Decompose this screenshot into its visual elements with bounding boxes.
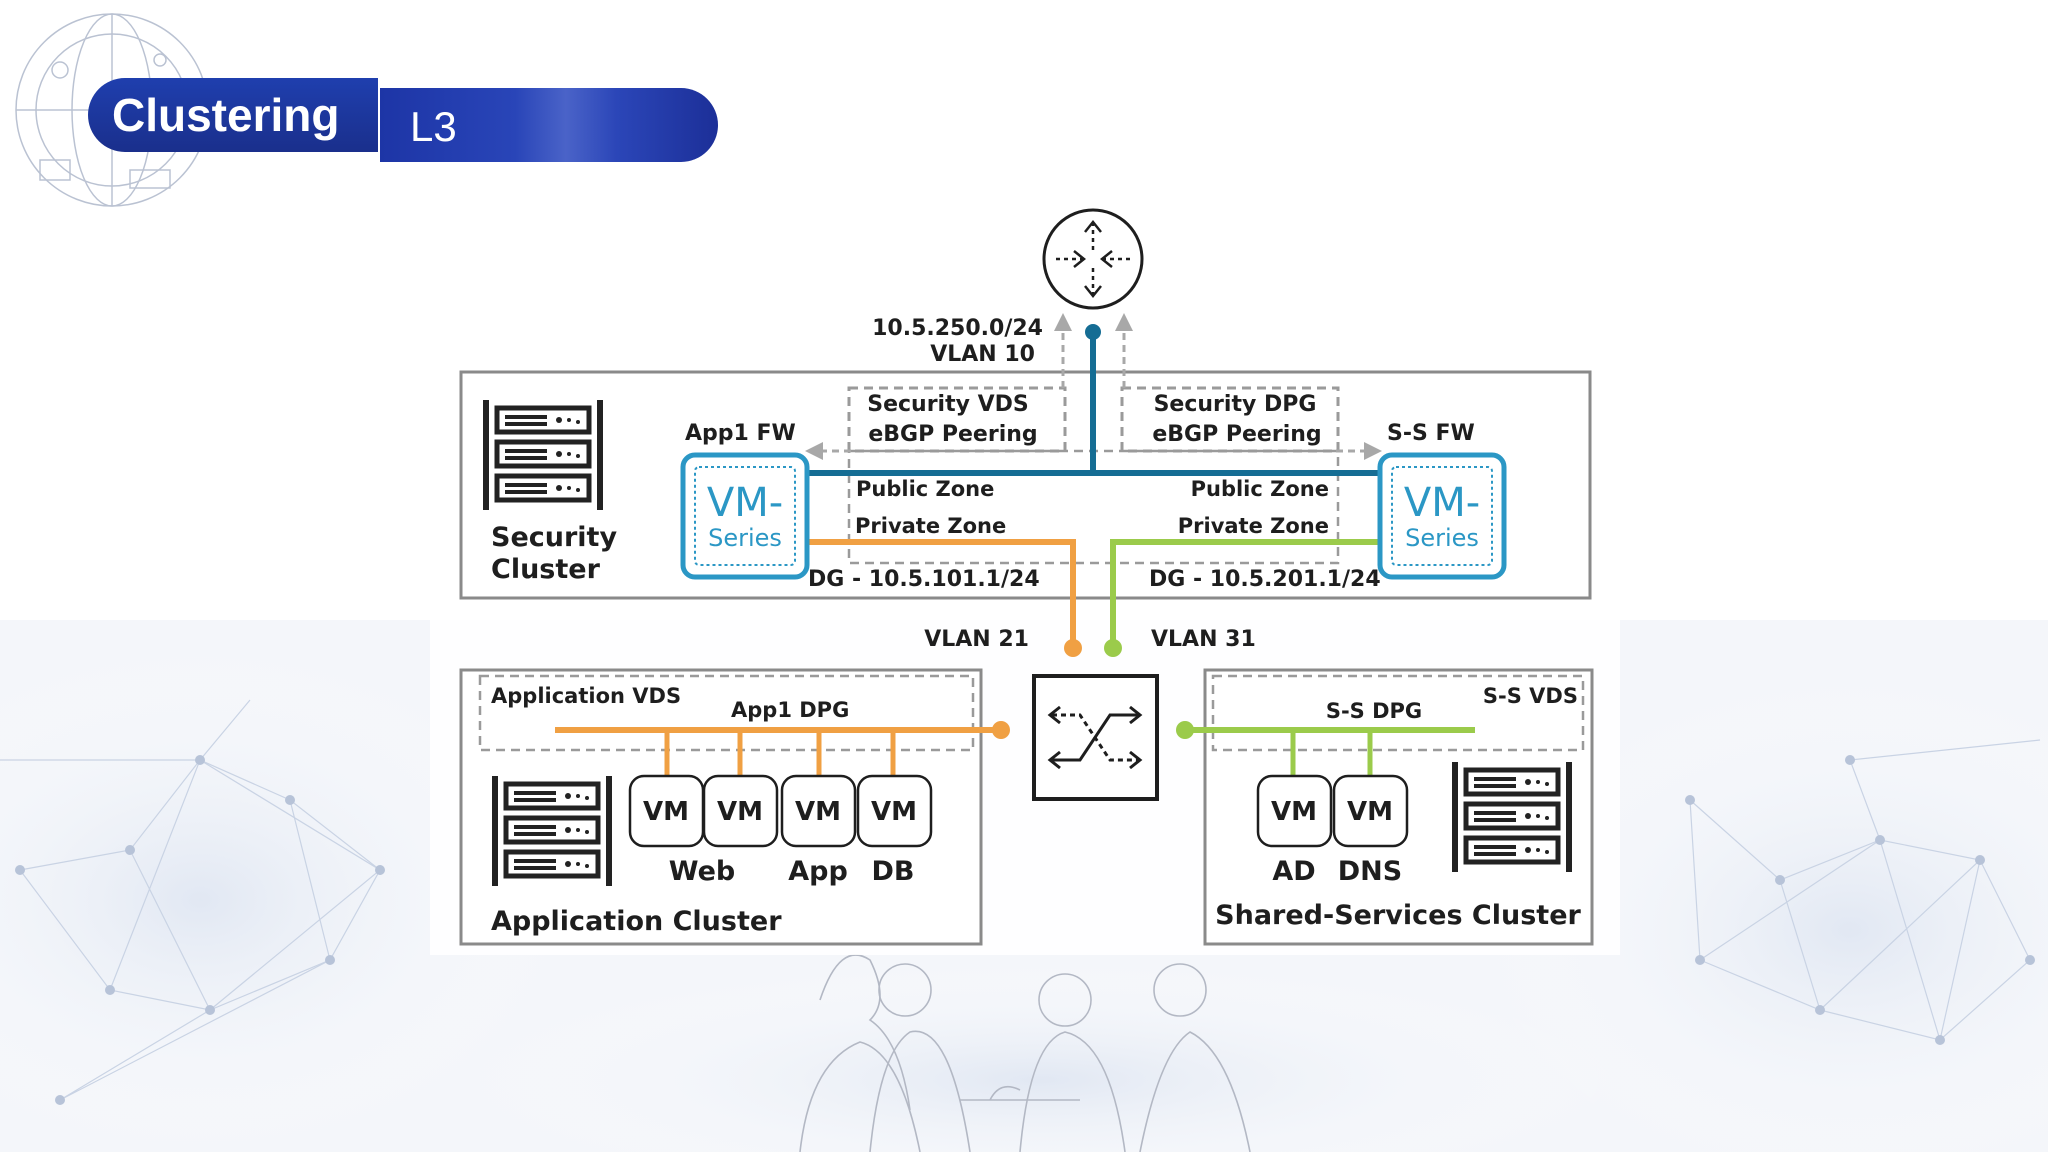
application-cluster-label: Application Cluster	[491, 906, 782, 937]
app-vm-3: VM	[780, 774, 857, 848]
vlan31-dot	[1104, 639, 1122, 657]
vlan31-label: VLAN 31	[1151, 627, 1256, 652]
app-vm-2: VM	[702, 774, 779, 848]
vm-role-web: Web	[669, 856, 735, 887]
vm-series-left-line2: Series	[708, 524, 782, 552]
security-cluster-label-1: Security	[491, 522, 617, 553]
ss-vm-1: VM	[1256, 774, 1333, 848]
left-public-zone: Public Zone	[856, 477, 994, 501]
router-link-dot	[1085, 324, 1101, 340]
router-vlan: VLAN 10	[930, 342, 1035, 367]
svg-text:VM: VM	[795, 797, 841, 827]
app1-dpg-label: App1 DPG	[731, 698, 849, 722]
vm-role-app: App	[788, 856, 848, 887]
vm-role-db: DB	[872, 856, 915, 887]
ss-dpg-label: S-S DPG	[1326, 699, 1422, 723]
security-dpg-box	[1120, 386, 1340, 453]
svg-text:VM: VM	[1347, 797, 1393, 827]
svg-text:VM: VM	[643, 797, 689, 827]
security-dpg-label-1: Security DPG	[1154, 392, 1317, 417]
ss-vm-2: VM	[1332, 774, 1409, 848]
peering-arrows	[805, 313, 1382, 460]
ss-dpg-dot	[1176, 721, 1194, 739]
shared-services-cluster-label: Shared-Services Cluster	[1215, 900, 1581, 931]
right-private-zone: Private Zone	[1178, 514, 1329, 538]
private-link-orange	[808, 539, 1076, 648]
right-public-zone: Public Zone	[1191, 477, 1329, 501]
vlan21-dot	[1064, 639, 1082, 657]
app1-fw-label: App1 FW	[685, 421, 796, 446]
left-private-zone: Private Zone	[855, 514, 1006, 538]
vm-role-dns: DNS	[1338, 856, 1402, 887]
vm-series-left-line1: VM-	[707, 480, 783, 526]
svg-text:VM: VM	[717, 797, 763, 827]
page-subtitle: L3	[380, 88, 718, 162]
application-vds-box	[478, 674, 975, 752]
security-vds-label-1: Security VDS	[867, 392, 1029, 417]
people-sketch	[799, 954, 1251, 1152]
security-vds-label-2: eBGP Peering	[868, 422, 1037, 447]
vm-series-right-line1: VM-	[1404, 480, 1480, 526]
app-vm-1: VM	[628, 774, 705, 848]
security-dpg-label-2: eBGP Peering	[1152, 422, 1321, 447]
vm-series-icon-left: VM- Series	[680, 452, 810, 580]
vm-role-ad: AD	[1272, 856, 1315, 887]
vm-series-right-line2: Series	[1405, 524, 1479, 552]
security-cluster-label-2: Cluster	[491, 554, 601, 585]
left-dg: DG - 10.5.101.1/24	[808, 567, 1040, 592]
app1-dpg-dot	[992, 721, 1010, 739]
private-link-green	[1110, 539, 1380, 648]
ss-fw-label: S-S FW	[1387, 421, 1475, 446]
ss-vds-box	[1211, 674, 1585, 752]
server-rack-icon	[483, 400, 603, 510]
router-subnet: 10.5.250.0/24	[872, 316, 1043, 341]
svg-text:VM: VM	[871, 797, 917, 827]
router-icon	[1042, 208, 1144, 310]
application-vds-label: Application VDS	[491, 684, 681, 708]
switch-icon	[1032, 674, 1159, 801]
public-link-blue	[808, 332, 1380, 476]
vlan21-label: VLAN 21	[924, 627, 1029, 652]
right-dg: DG - 10.5.201.1/24	[1149, 567, 1381, 592]
svg-text:VM: VM	[1271, 797, 1317, 827]
security-vds-box	[847, 386, 1067, 453]
app-vm-4: VM	[856, 774, 933, 848]
ss-rack-icon	[1452, 762, 1572, 872]
application-rack-icon	[492, 776, 612, 886]
ss-vds-label: S-S VDS	[1483, 684, 1578, 708]
vm-series-icon-right: VM- Series	[1377, 452, 1507, 580]
page-title: Clustering	[88, 78, 378, 152]
